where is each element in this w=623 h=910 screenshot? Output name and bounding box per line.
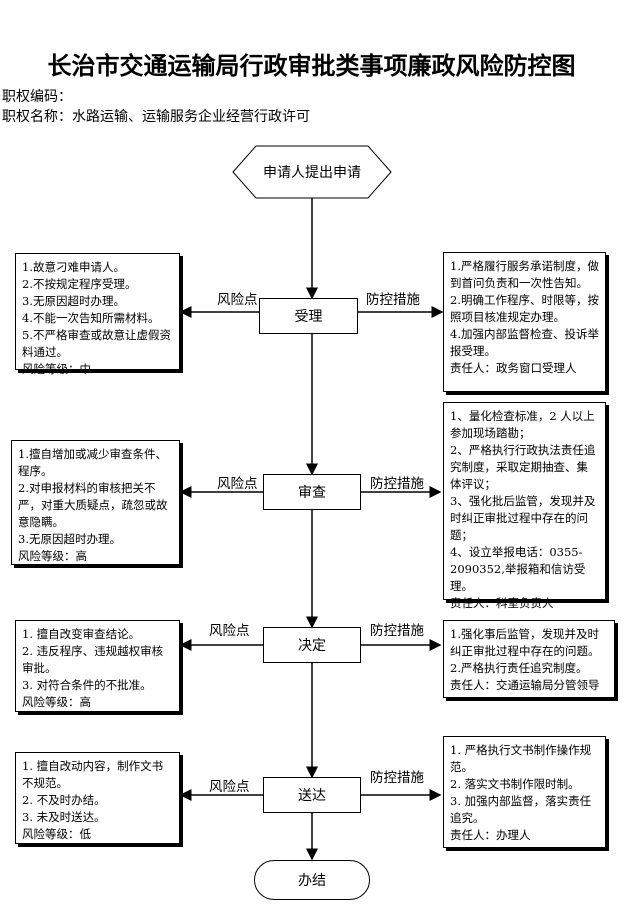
risk-item: 4.不能一次告知所需材料。 xyxy=(22,311,160,325)
measure-label: 防控措施 xyxy=(366,292,420,308)
end-label: 办结 xyxy=(298,873,326,889)
responsible-person: 责任人：政务窗口受理人 xyxy=(450,361,577,375)
measure-item: 1、量化检查标准，2 人以上参加现场踏勘； xyxy=(450,409,595,440)
risk-item: 3. 未及时送达。 xyxy=(22,810,106,824)
risk-level: 风险等级：高 xyxy=(22,695,91,709)
measure-item: 2. 落实文书制作限时制。 xyxy=(450,777,580,791)
measure-item: 3、强化批后监管，发现并及时纠正审批过程中存在的问题； xyxy=(450,494,596,542)
measure-box-accept: 1.严格履行服务承诺制度，做到首问负责和一次性告知。 2.明确工作程序、时限等，… xyxy=(443,252,606,392)
measure-box-deliver: 1. 严格执行文书制作操作规范。 2. 落实文书制作限时制。 3. 加强内部监督… xyxy=(443,736,606,848)
measure-item: 1.强化事后监管，发现并及时纠正审批过程中存在的问题。 xyxy=(450,627,600,658)
measure-item: 1. 严格执行文书制作操作规范。 xyxy=(450,743,592,774)
risk-level: 风险等级：低 xyxy=(22,827,91,841)
start-label: 申请人提出申请 xyxy=(263,165,361,181)
measure-item: 2.明确工作程序、时限等，按照项目核准规定办理。 xyxy=(450,293,599,324)
measure-item: 1.严格履行服务承诺制度，做到首问负责和一次性告知。 xyxy=(450,259,599,290)
risk-label: 风险点 xyxy=(209,623,250,639)
risk-item: 3.无原因超时办理。 xyxy=(22,294,125,308)
measure-label: 防控措施 xyxy=(370,770,424,786)
risk-item: 1. 擅自改变审查结论。 xyxy=(22,627,141,641)
risk-item: 1.故意刁难申请人。 xyxy=(22,260,125,274)
responsible-person: 责任人：办理人 xyxy=(450,828,531,842)
risk-item: 5.不严格审查或故意让虚假资料通过。 xyxy=(22,328,171,359)
stage-node-deliver: 送达 xyxy=(263,777,361,813)
risk-box-review: 1.擅自增加或减少审查条件、程序。 2.对申报材料的审核把关不严，对重大质疑点，… xyxy=(11,440,180,565)
page-title: 长治市交通运输局行政审批类事项廉政风险防控图 xyxy=(47,52,576,80)
measure-item: 4.加强内部监督检查、投诉举报受理。 xyxy=(450,327,599,358)
risk-item: 3.无原因超时办理。 xyxy=(18,532,121,546)
authority-name: 职权名称：水路运输、运输服务企业经营行政许可 xyxy=(2,109,310,125)
risk-label: 风险点 xyxy=(217,292,258,308)
measure-item: 2、严格执行行政执法责任追究制度，采取定期抽查、集体评议； xyxy=(450,443,596,491)
risk-item: 1. 擅自改动内容，制作文书不规范。 xyxy=(22,759,164,790)
risk-label: 风险点 xyxy=(209,779,250,795)
end-node: 办结 xyxy=(254,860,370,900)
risk-level: 风险等级：中 xyxy=(22,362,91,376)
risk-box-accept: 1.故意刁难申请人。 2.不按规定程序受理。 3.无原因超时办理。 4.不能一次… xyxy=(15,253,180,376)
risk-box-decide: 1. 擅自改变审查结论。 2. 违反程序、违规越权审核审批。 3. 对符合条件的… xyxy=(15,620,180,712)
risk-level: 风险等级：高 xyxy=(18,549,87,563)
risk-item: 3. 对符合条件的不批准。 xyxy=(22,678,152,692)
risk-item: 2. 违反程序、违规越权审核审批。 xyxy=(22,644,164,675)
start-node: 申请人提出申请 xyxy=(233,146,391,198)
stage-label: 受理 xyxy=(294,309,323,325)
risk-item: 2.不按规定程序受理。 xyxy=(22,277,137,291)
risk-box-deliver: 1. 擅自改动内容，制作文书不规范。 2. 不及时办结。 3. 未及时送达。 风… xyxy=(15,752,180,844)
risk-item: 2.对申报材料的审核把关不严，对重大质疑点，疏忽或故意隐瞒。 xyxy=(18,481,168,529)
stage-label: 审查 xyxy=(298,485,326,501)
responsible-person: 责任人：科室负责人 xyxy=(450,596,554,610)
risk-item: 2. 不及时办结。 xyxy=(22,793,106,807)
risk-label: 风险点 xyxy=(217,476,258,492)
start-hexagon xyxy=(232,145,392,199)
stage-node-review: 审查 xyxy=(263,474,361,510)
stage-label: 送达 xyxy=(298,788,326,804)
measure-box-review: 1、量化检查标准，2 人以上参加现场踏勘； 2、严格执行行政执法责任追究制度，采… xyxy=(443,402,606,610)
measure-label: 防控措施 xyxy=(370,476,424,492)
stage-label: 决定 xyxy=(298,638,326,654)
measure-item: 4、设立举报电话：0355-2090352,举报箱和信访受理。 xyxy=(450,545,586,593)
measure-box-decide: 1.强化事后监管，发现并及时纠正审批过程中存在的问题。 2.严格执行责任追究制度… xyxy=(443,620,615,698)
measure-label: 防控措施 xyxy=(370,623,424,639)
authority-code: 职权编码： xyxy=(2,89,72,105)
stage-node-accept: 受理 xyxy=(259,298,358,334)
stage-node-decide: 决定 xyxy=(263,627,361,663)
measure-item: 3. 加强内部监督，落实责任追究。 xyxy=(450,794,592,825)
risk-item: 1.擅自增加或减少审查条件、程序。 xyxy=(18,447,167,478)
responsible-person: 责任人：交通运输局分管领导 xyxy=(450,678,600,692)
measure-item: 2.严格执行责任追究制度。 xyxy=(450,661,588,675)
